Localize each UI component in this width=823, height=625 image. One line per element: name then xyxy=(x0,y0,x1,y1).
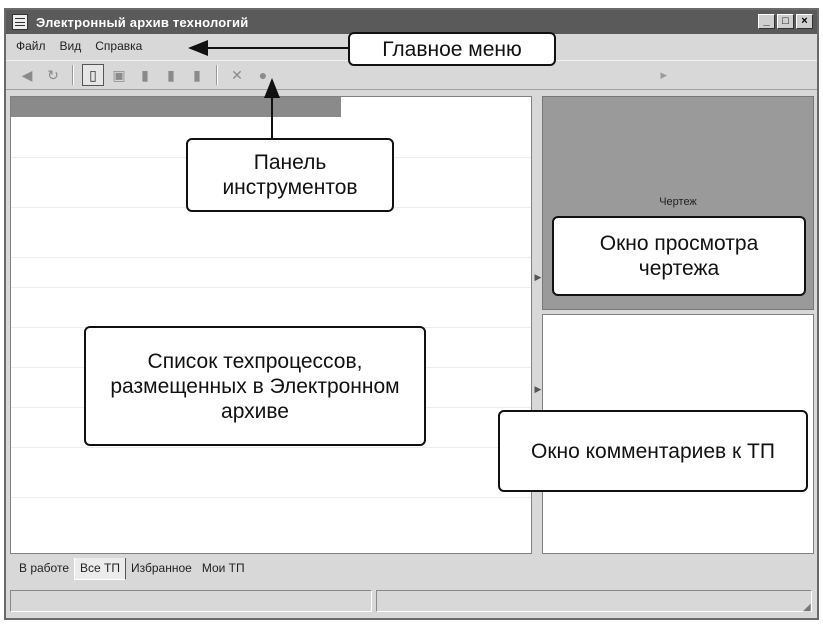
close-button[interactable]: × xyxy=(796,14,813,29)
tab-my-tp[interactable]: Мои ТП xyxy=(201,561,245,575)
save-icon[interactable]: ▣ xyxy=(112,66,126,83)
refresh-icon[interactable]: ↻ xyxy=(47,66,59,83)
tab-in-work[interactable]: В работе xyxy=(19,561,70,575)
callout-comments: Окно комментариев к ТП xyxy=(498,410,808,492)
document-icon[interactable]: ▯ xyxy=(82,64,104,86)
toolbar-separator xyxy=(72,65,74,85)
menu-view[interactable]: Вид xyxy=(59,39,82,53)
window-title: Электронный архив технологий xyxy=(36,14,249,30)
resize-grip-icon[interactable]: ◢ xyxy=(803,602,811,613)
drawing-label: Чертеж xyxy=(659,196,697,208)
page-copy-icon[interactable]: ▮ xyxy=(167,66,175,83)
list-header xyxy=(11,97,341,117)
status-bar: ◢ xyxy=(6,588,817,616)
toolbar-separator xyxy=(216,65,218,85)
tab-favorites[interactable]: Избранное xyxy=(130,561,192,575)
tab-all-tp[interactable]: Все ТП xyxy=(74,558,126,580)
forward-icon[interactable]: ▸ xyxy=(660,67,667,82)
page-icon[interactable]: ▮ xyxy=(141,66,149,83)
maximize-button[interactable]: □ xyxy=(777,14,794,29)
pages-icon[interactable]: ▮ xyxy=(193,66,201,83)
delete-icon[interactable]: ✕ xyxy=(231,66,243,83)
window-controls: _ □ × xyxy=(758,14,813,29)
splitter-arrow-icon[interactable]: ▶ xyxy=(534,384,542,394)
status-cell xyxy=(10,590,372,612)
callout-process-list: Список техпроцессов, размещенных в Элект… xyxy=(84,326,426,446)
main-menu: Файл Вид Справка xyxy=(6,34,817,58)
title-bar[interactable]: Электронный архив технологий _ □ × xyxy=(6,10,817,34)
callout-toolbar: Панель инструментов xyxy=(186,138,394,212)
splitter-arrow-icon[interactable]: ▶ xyxy=(534,272,542,282)
menu-help[interactable]: Справка xyxy=(95,39,143,53)
menu-file[interactable]: Файл xyxy=(16,39,46,53)
callout-main-menu: Главное меню xyxy=(348,32,556,66)
pane-splitter[interactable]: ▶ ▶ xyxy=(534,96,542,554)
back-icon[interactable]: ◀ xyxy=(21,66,33,83)
app-icon xyxy=(12,14,28,30)
status-cell xyxy=(376,590,812,612)
comment-icon[interactable]: ● xyxy=(258,67,268,83)
minimize-button[interactable]: _ xyxy=(758,14,775,29)
tab-strip: В работе Все ТП Избранное Мои ТП xyxy=(14,558,250,580)
callout-drawing-viewer: Окно просмотра чертежа xyxy=(552,216,806,296)
